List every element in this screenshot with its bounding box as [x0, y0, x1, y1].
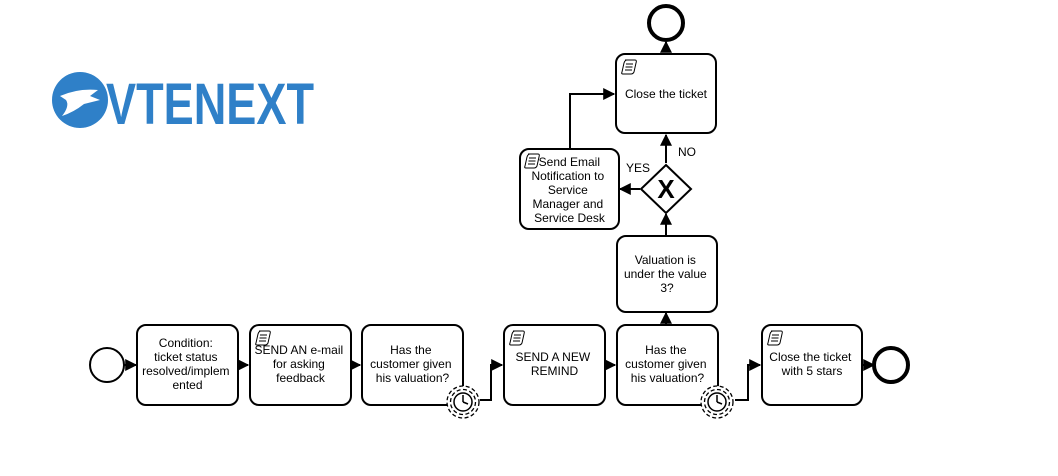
task-close-5-stars-label: Close the ticket with 5 stars: [769, 350, 854, 378]
task-valuation-check[interactable]: Valuation is under the value 3?: [616, 235, 718, 313]
gateway-no-label: NO: [678, 145, 696, 159]
timer-boundary-icon[interactable]: [700, 385, 734, 419]
end-event-5-stars[interactable]: [872, 346, 910, 384]
task-send-email-label: SEND AN e-mail for asking feedback: [254, 343, 346, 385]
logo-wordmark: VTENEXT: [106, 72, 314, 137]
sequence-flows: [124, 40, 876, 401]
task-has-valuation-1-label: Has the customer given his valuation?: [370, 343, 455, 385]
task-notify-label: Send Email Notification to Service Manag…: [531, 155, 607, 225]
task-send-remind-label: SEND A NEW REMIND: [515, 350, 593, 378]
task-close-ticket-label: Close the ticket: [625, 87, 708, 101]
task-close-5-stars[interactable]: Close the ticket with 5 stars: [761, 324, 863, 406]
flow-timer-1-to-remind: [480, 359, 504, 401]
task-has-valuation-2[interactable]: Has the customer given his valuation?: [616, 324, 719, 406]
task-condition[interactable]: Condition: ticket status resolved/implem…: [136, 324, 239, 406]
flow-notify-to-close: [569, 88, 616, 148]
logo-mark-icon: [52, 72, 108, 128]
start-event[interactable]: [89, 347, 125, 383]
flow-timer-2-to-close-5-stars: [735, 359, 762, 401]
task-close-ticket[interactable]: Close the ticket: [615, 53, 717, 134]
timer-boundary-icon[interactable]: [446, 385, 480, 419]
exclusive-gateway-icon: X: [657, 174, 675, 204]
task-notify[interactable]: Send Email Notification to Service Manag…: [519, 148, 620, 230]
task-has-valuation-2-label: Has the customer given his valuation?: [625, 343, 710, 385]
gateway-yes-label: YES: [626, 161, 650, 175]
task-condition-label: Condition: ticket status resolved/implem…: [142, 336, 233, 392]
task-has-valuation-1[interactable]: Has the customer given his valuation?: [361, 324, 464, 406]
vtenext-logo: VTENEXT: [52, 72, 314, 137]
exclusive-gateway[interactable]: X: [639, 163, 693, 215]
end-event-close[interactable]: [647, 4, 685, 42]
task-send-email[interactable]: SEND AN e-mail for asking feedback: [249, 324, 352, 406]
task-send-remind[interactable]: SEND A NEW REMIND: [503, 324, 606, 406]
task-valuation-check-label: Valuation is under the value 3?: [624, 253, 710, 295]
